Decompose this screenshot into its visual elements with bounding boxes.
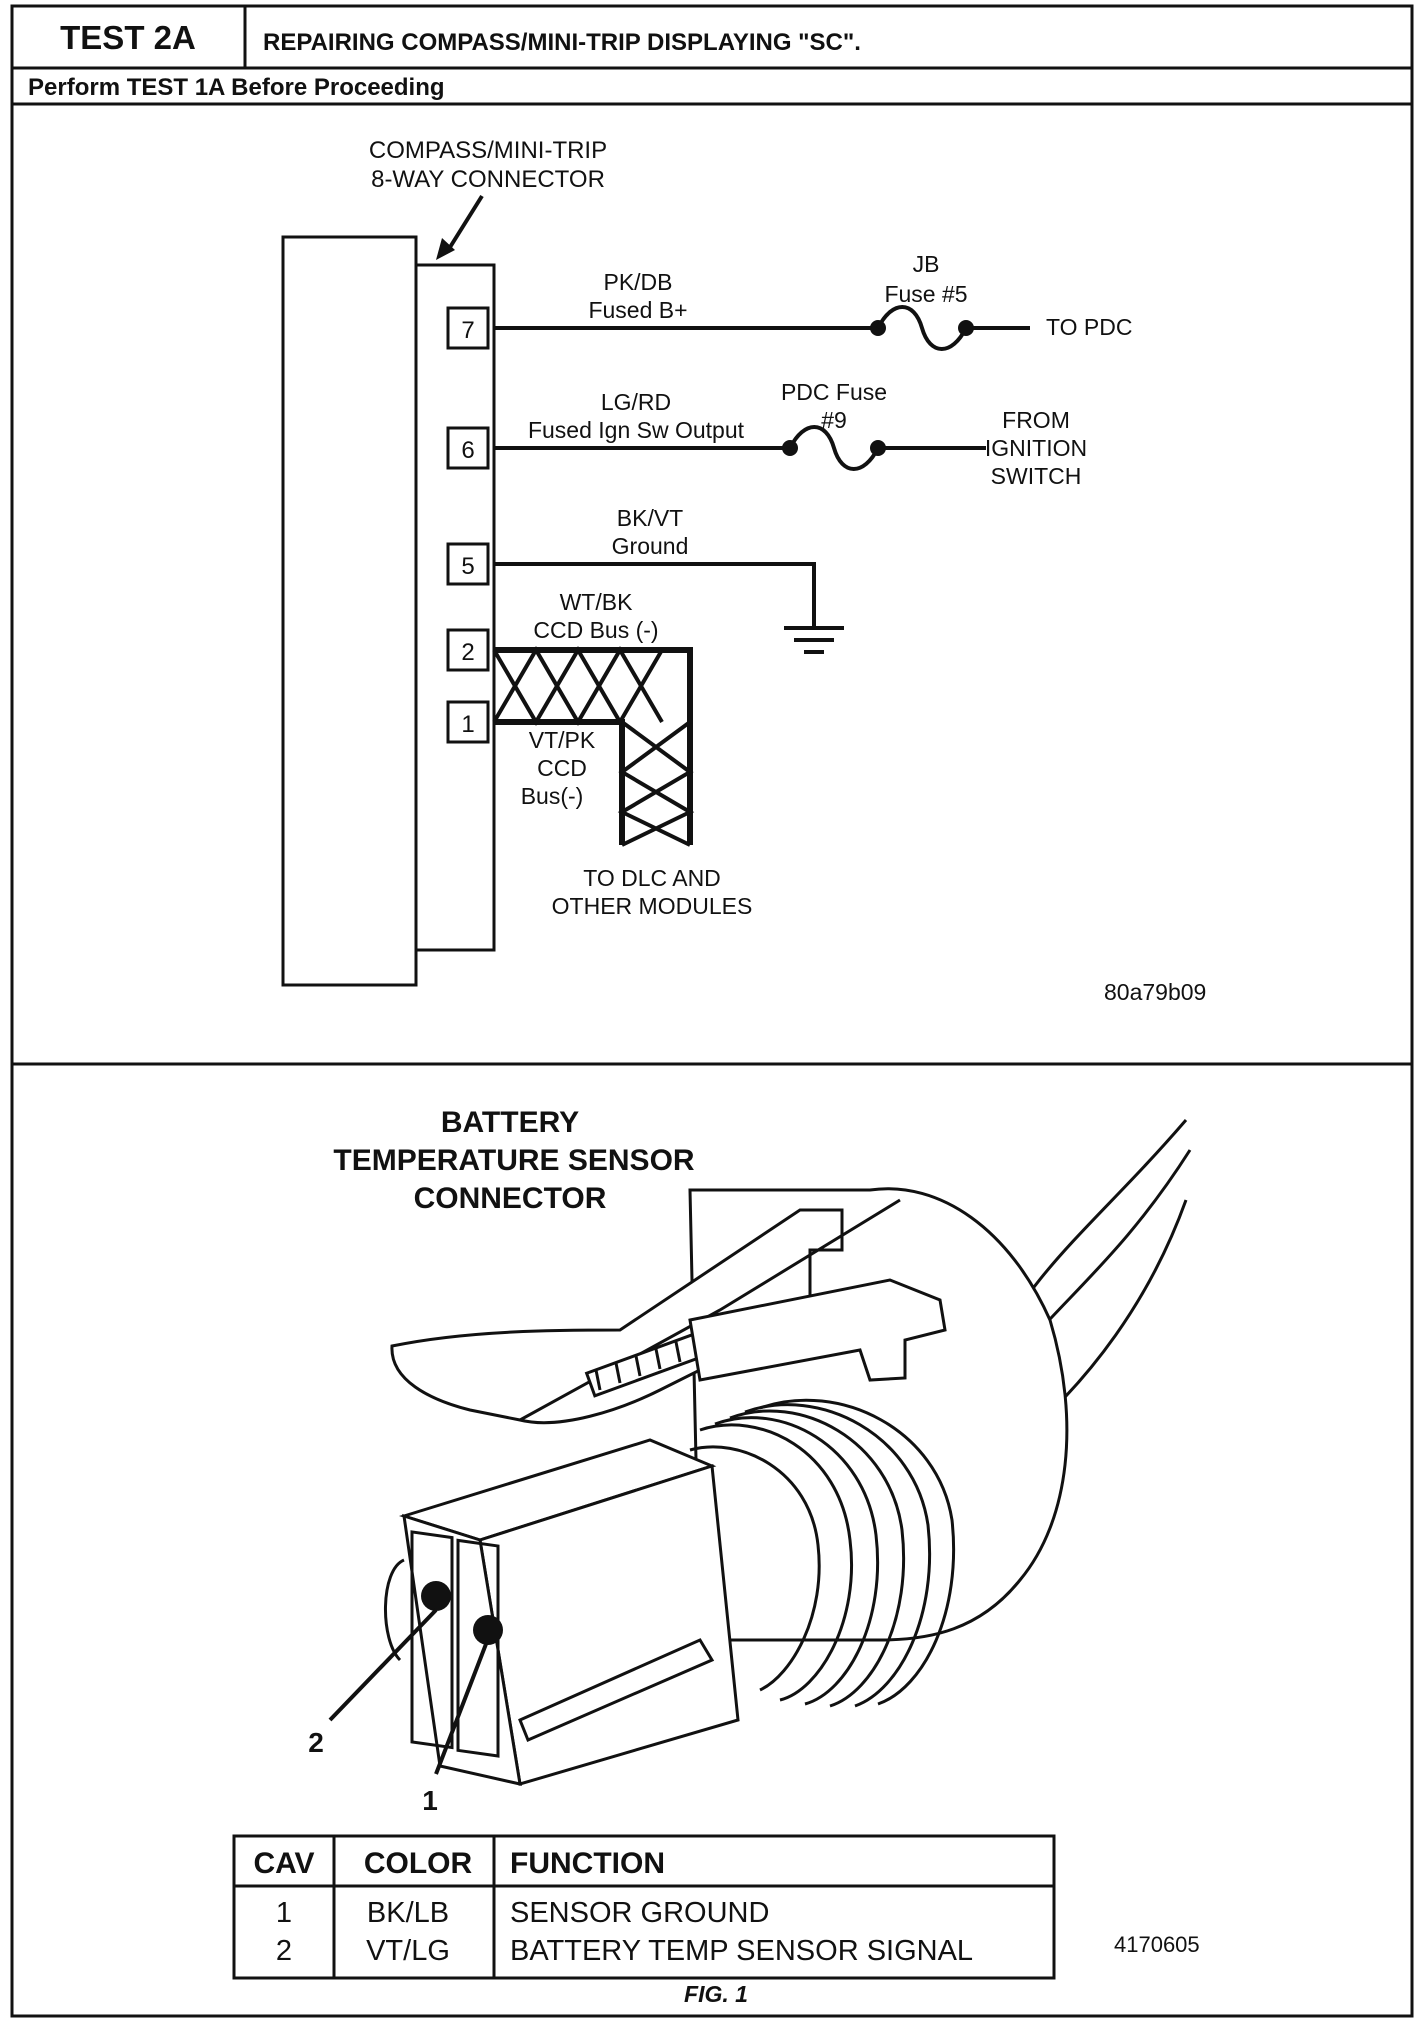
pin6-destination-line2: IGNITION	[985, 435, 1087, 461]
pin-table-row-2-color: VT/LG	[366, 1935, 450, 1967]
pin-box-2	[446, 628, 490, 672]
pin7-wire-color: PK/DB	[603, 269, 672, 295]
connector-label-line1: COMPASS/MINI-TRIP	[369, 137, 607, 164]
sensor-title-line2: TEMPERATURE SENSOR	[333, 1144, 694, 1177]
twisted-pair-vertical-twists	[617, 720, 695, 847]
pin-number-7: 7	[461, 317, 474, 344]
pin7-fuse-label-line1: JB	[913, 251, 940, 277]
pin-box-6	[446, 426, 490, 470]
test-title: REPAIRING COMPASS/MINI-TRIP DISPLAYING "…	[263, 29, 861, 56]
pin-number-2: 2	[461, 639, 474, 666]
pin6-fuse-symbol	[788, 425, 880, 471]
cavity-2-terminal	[421, 1581, 451, 1611]
latch-arm	[390, 1208, 844, 1425]
cavity-1-terminal	[473, 1615, 503, 1645]
pin7-destination: TO PDC	[1046, 314, 1132, 340]
pin2-wire-color: WT/BK	[560, 589, 633, 615]
pin6-fuse-label-line2: #9	[821, 407, 847, 433]
pin6-destination-line3: SWITCH	[991, 463, 1082, 489]
connector-face	[414, 263, 496, 952]
latch-arm-inner-edge	[519, 1198, 901, 1422]
coil-ring	[699, 1423, 853, 1702]
sensor-title-line1: BATTERY	[441, 1106, 579, 1139]
coil-ring	[689, 1445, 821, 1692]
wiring-diagram: COMPASS/MINI-TRIP 8-WAY CONNECTOR 7 6 5 …	[281, 137, 1206, 1005]
connector-label-line2: 8-WAY CONNECTOR	[371, 166, 605, 193]
sensor-coil	[689, 1398, 956, 1708]
pin7-circuit-name: Fused B+	[588, 297, 687, 323]
pin-table-header-cav: CAV	[253, 1847, 314, 1880]
bus-destination-line2: OTHER MODULES	[552, 893, 753, 919]
callout-1-label: 1	[422, 1785, 438, 1816]
connector-body	[281, 235, 418, 987]
twisted-pair-outer-edge	[494, 647, 693, 845]
connector-pointer-arrow	[445, 194, 484, 254]
pin5-ground-wire	[494, 562, 816, 628]
prerequisite-note: Perform TEST 1A Before Proceeding	[28, 74, 445, 101]
callout-2-label: 2	[308, 1727, 324, 1758]
sensor-figure-id: 4170605	[1114, 1932, 1200, 1957]
pin6-wire-color: LG/RD	[601, 389, 671, 415]
coil-ring	[729, 1409, 906, 1708]
test-id: TEST 2A	[60, 19, 196, 56]
pin-box-1	[446, 700, 490, 744]
coil-ring	[714, 1416, 880, 1706]
pin-table-header-color: COLOR	[364, 1847, 473, 1880]
pin6-circuit-name: Fused Ign Sw Output	[528, 417, 745, 443]
page-frame	[10, 4, 1414, 2018]
figure-caption: FIG. 1	[684, 1981, 748, 2007]
pin5-circuit-name: Ground	[612, 533, 689, 559]
pin-number-6: 6	[461, 437, 474, 464]
coil-ring	[744, 1403, 932, 1708]
pin-box-7	[446, 306, 490, 350]
pin-table-frame	[232, 1834, 1056, 1980]
bus-destination-line1: TO DLC AND	[583, 865, 721, 891]
pin2-circuit-name: CCD Bus (-)	[533, 617, 658, 643]
pin1-circuit-name-line2: Bus(-)	[521, 783, 584, 809]
pin-table: CAV COLOR FUNCTION 1 BK/LB SENSOR GROUND…	[232, 1834, 1056, 1980]
sensor-figure: BATTERY TEMPERATURE SENSOR CONNECTOR	[308, 1106, 1192, 1816]
lock-tab	[688, 1278, 947, 1382]
pin-table-header-function: FUNCTION	[510, 1847, 665, 1880]
coil-ring	[759, 1398, 956, 1706]
pin-table-row-1-function: SENSOR GROUND	[510, 1897, 769, 1929]
pin-number-5: 5	[461, 553, 474, 580]
pin-table-row-1-cav: 1	[276, 1897, 292, 1929]
twisted-pair-horizontal-twists	[492, 646, 664, 726]
pin5-wire-color: BK/VT	[617, 505, 683, 531]
wiring-figure-id: 80a79b09	[1104, 979, 1206, 1005]
pin-table-row-1-color: BK/LB	[367, 1897, 449, 1929]
pin-number-1: 1	[461, 711, 474, 738]
pin1-wire-color: VT/PK	[529, 727, 596, 753]
pin1-circuit-name-line1: CCD	[537, 755, 587, 781]
pin-box-5	[446, 542, 490, 586]
pin-table-row-2-function: BATTERY TEMP SENSOR SIGNAL	[510, 1935, 973, 1967]
callout-1-leader	[434, 1643, 488, 1775]
pin6-destination-line1: FROM	[1002, 407, 1070, 433]
cavity-1-frame	[456, 1538, 500, 1758]
pin7-fuse-symbol	[876, 305, 968, 351]
pin-table-row-2-cav: 2	[276, 1935, 292, 1967]
sensor-title-line3: CONNECTOR	[414, 1182, 607, 1215]
connector-pointer-arrowhead	[436, 238, 455, 260]
connector-side-groove	[518, 1638, 715, 1742]
pin7-fuse-label-line2: Fuse #5	[884, 281, 967, 307]
callout-2-leader	[328, 1608, 438, 1722]
pin6-fuse-label-line1: PDC Fuse	[781, 379, 887, 405]
